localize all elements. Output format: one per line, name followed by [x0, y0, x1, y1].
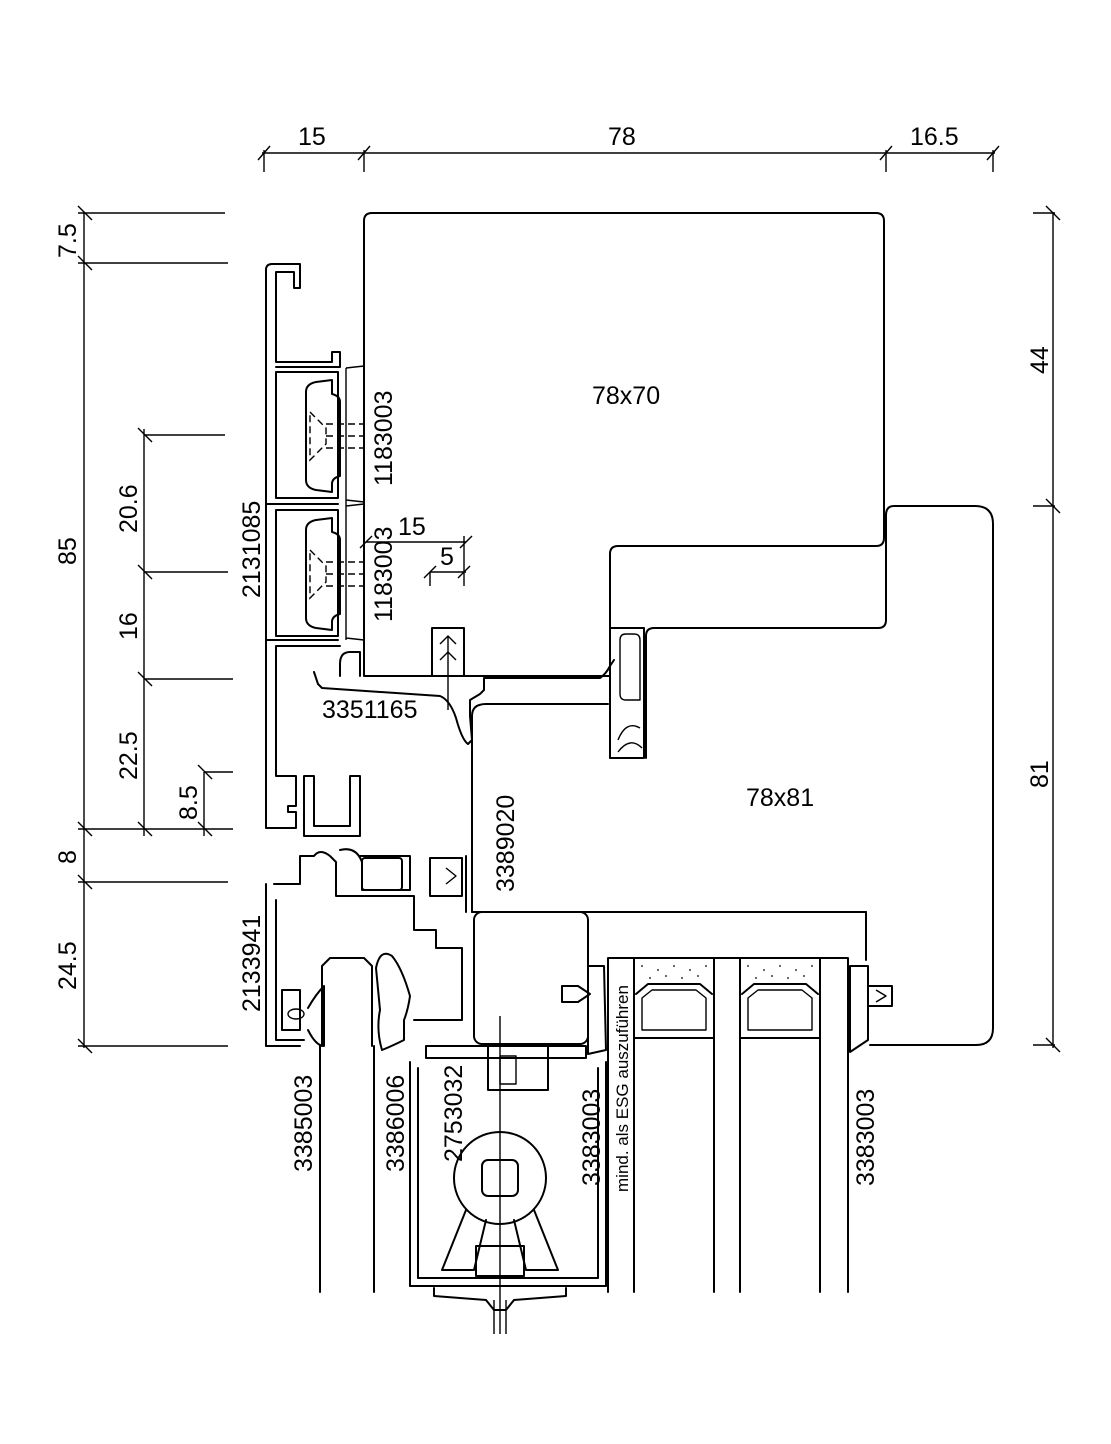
dim-top-78: 78	[608, 123, 636, 151]
glass-note: mind. als ESG auszuführen	[613, 985, 632, 1192]
dim-left-8: 8	[54, 850, 82, 864]
dim-left-24-5: 24.5	[54, 941, 82, 990]
dim-left-16: 16	[115, 612, 143, 640]
dim-left-22-5: 22.5	[115, 731, 143, 780]
dim-top-15: 15	[298, 123, 326, 151]
right-dimension-chain: 44 81	[1026, 205, 1061, 1053]
dim-right-81: 81	[1026, 760, 1054, 788]
profile-2131085: 2131085 1183003 1183003	[238, 263, 398, 829]
part-3383003-inner: 3383003	[578, 1089, 606, 1186]
sealant-dots	[641, 965, 813, 979]
hardware-channel: 2753032 3383003	[409, 1045, 607, 1334]
top-dimension-chain: 15 78 16.5	[257, 123, 1000, 172]
frame-timber-78x70: 78x70	[363, 212, 885, 677]
dim-left-7-5: 7.5	[54, 223, 82, 258]
label-78x70: 78x70	[592, 382, 660, 410]
dim-detail-15: 15	[398, 513, 426, 541]
left-dimension-chain: 7.5 85 8 24.5 20.6 16 22.5 8.5	[54, 205, 233, 1054]
profile-3389020: 3389020	[265, 775, 520, 1047]
sash-timber-78x81: 78x81	[471, 505, 994, 1046]
part-3351165: 3351165	[322, 696, 417, 724]
dim-left-20-6: 20.6	[115, 484, 143, 533]
part-2133941: 2133941	[238, 915, 266, 1012]
dim-detail-5: 5	[440, 543, 454, 571]
label-78x81: 78x81	[746, 784, 814, 812]
part-1183003-upper: 1183003	[370, 391, 398, 486]
dim-left-85: 85	[54, 537, 82, 565]
dim-top-16-5: 16.5	[910, 123, 959, 151]
part-3386006: 3386006	[382, 1075, 410, 1172]
part-2753032: 2753032	[440, 1065, 468, 1162]
part-3383003-outer: 3383003	[852, 1089, 880, 1186]
profile-2133941: 2133941	[238, 899, 325, 1047]
part-3385003: 3385003	[290, 1075, 318, 1172]
part-3389020: 3389020	[492, 795, 520, 892]
insulating-glass-unit: mind. als ESG auszuführen 3383003	[587, 957, 893, 1293]
seal-3351165: 3351165	[313, 627, 615, 745]
part-2131085: 2131085	[238, 501, 266, 598]
dim-right-44: 44	[1026, 346, 1054, 374]
detail-dimension-15-5: 15 5	[359, 513, 473, 586]
outer-pane: 3385003 3386006	[290, 952, 411, 1293]
part-1183003-lower: 1183003	[370, 527, 398, 622]
dim-left-8-5: 8.5	[175, 785, 203, 820]
gasket-frame	[609, 627, 645, 759]
